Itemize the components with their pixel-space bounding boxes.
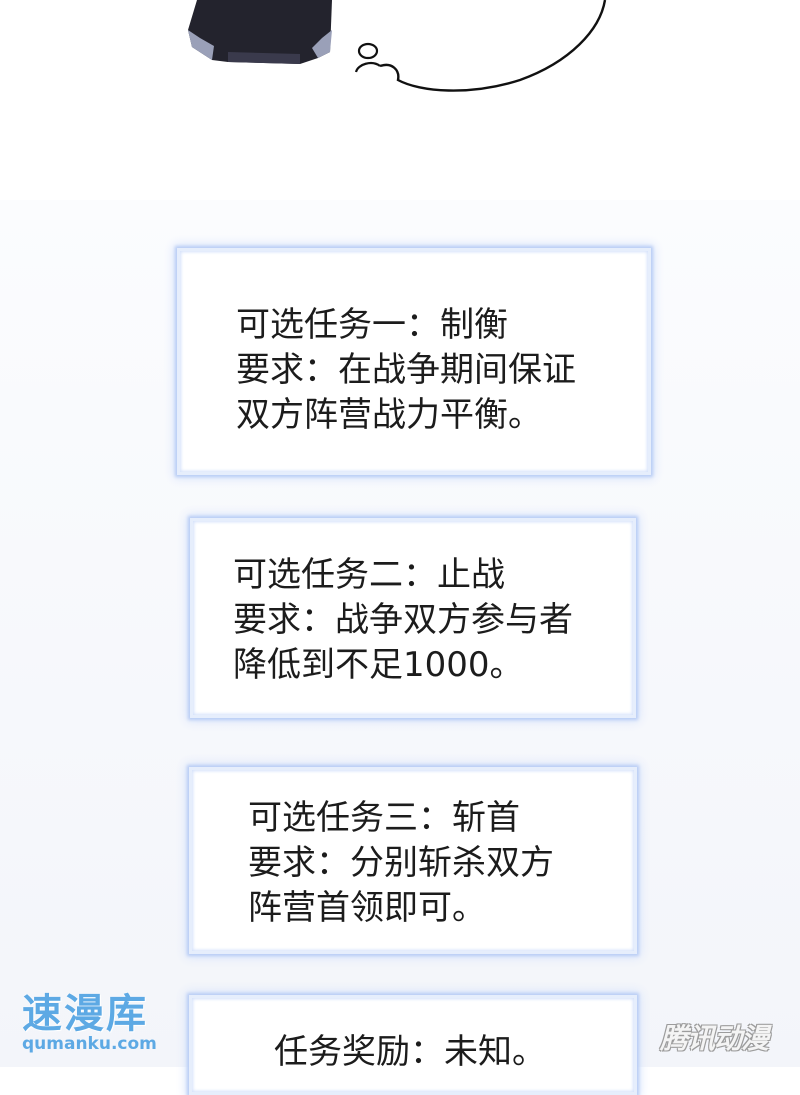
task-2-text: 可选任务二：止战 要求：战争双方参与者 降低到不足1000。 [233, 555, 573, 685]
site-name: 速漫库 [22, 991, 148, 1037]
task-3-text: 可选任务三：斩首 要求：分别斩杀双方 阵营首领即可。 [248, 798, 554, 928]
task-panel-3: 可选任务三：斩首 要求：分别斩杀双方 阵营首领即可。 [189, 767, 637, 954]
task-1-text: 可选任务一：制衡 要求：在战争期间保证 双方阵营战力平衡。 [236, 305, 576, 435]
publisher-watermark: 腾讯动漫 [660, 1022, 769, 1055]
reward-text: 任务奖励：未知。 [274, 1032, 546, 1072]
task-panel-1: 可选任务一：制衡 要求：在战争期间保证 双方阵营战力平衡。 [177, 248, 651, 475]
task-panel-2: 可选任务二：止战 要求：战争双方参与者 降低到不足1000。 [190, 518, 636, 718]
reward-panel: 任务奖励：未知。 [189, 995, 637, 1095]
site-url: qumanku.com [22, 1034, 157, 1054]
character-thought-bubble-art [188, 0, 607, 92]
site-watermark: 速漫库 qumanku.com [22, 992, 157, 1054]
